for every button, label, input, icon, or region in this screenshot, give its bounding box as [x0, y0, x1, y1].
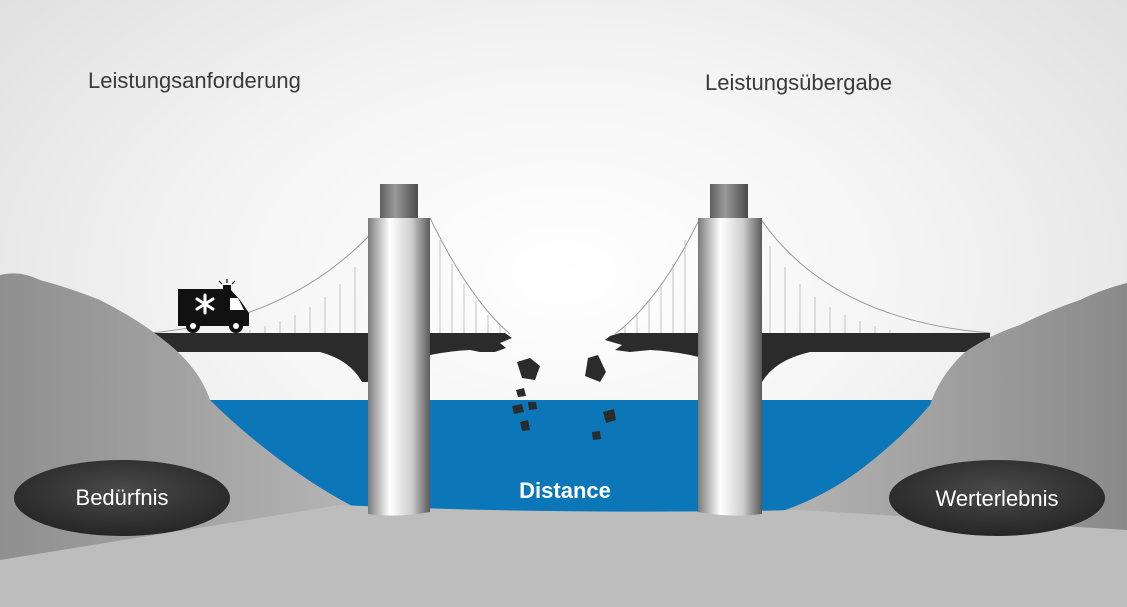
left-ellipse: [14, 460, 230, 536]
left-bridge-deck: [150, 333, 512, 382]
heading-right: Leistungsübergabe: [705, 70, 893, 95]
right-pillar-cap: [710, 184, 748, 219]
falling-debris: [512, 355, 616, 440]
left-pillar: [368, 218, 430, 516]
right-pillar: [698, 218, 762, 516]
left-pillar-cap: [380, 184, 418, 219]
ambulance-icon: [178, 279, 249, 333]
ellipse-right-label: Werterlebnis: [935, 486, 1059, 511]
ellipse-left-label: Bedürfnis: [75, 485, 169, 510]
distance-label: Distance: [519, 478, 611, 503]
heading-left: Leistungsanforderung: [88, 68, 301, 93]
right-ellipse: [889, 460, 1105, 536]
right-bridge-deck: [605, 333, 990, 382]
right-bridge-cables: [614, 217, 991, 335]
ground: [0, 505, 1127, 607]
